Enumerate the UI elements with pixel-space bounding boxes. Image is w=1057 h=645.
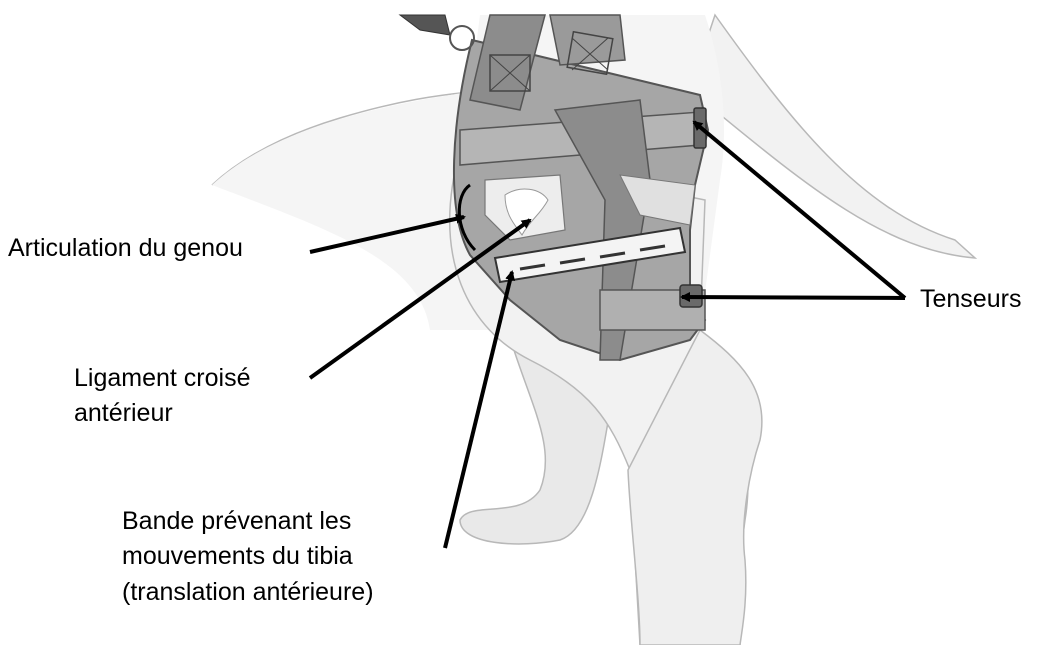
label-band-line3: (translation antérieure): [122, 578, 374, 606]
arrow-tensioner-lower: [682, 297, 905, 298]
brace-upper-strap-2: [550, 15, 625, 65]
label-acl-line1: Ligament croisé: [74, 364, 250, 392]
brace-clasp: [400, 15, 450, 35]
label-acl-line2: antérieur: [74, 399, 173, 427]
label-band-line1: Bande prévenant les: [122, 507, 351, 535]
label-knee-joint: Articulation du genou: [8, 234, 243, 262]
dog-tail: [690, 15, 975, 258]
brace-ring: [450, 26, 474, 50]
label-band-line2: mouvements du tibia: [122, 542, 353, 570]
label-tensioners: Tenseurs: [920, 285, 1021, 313]
